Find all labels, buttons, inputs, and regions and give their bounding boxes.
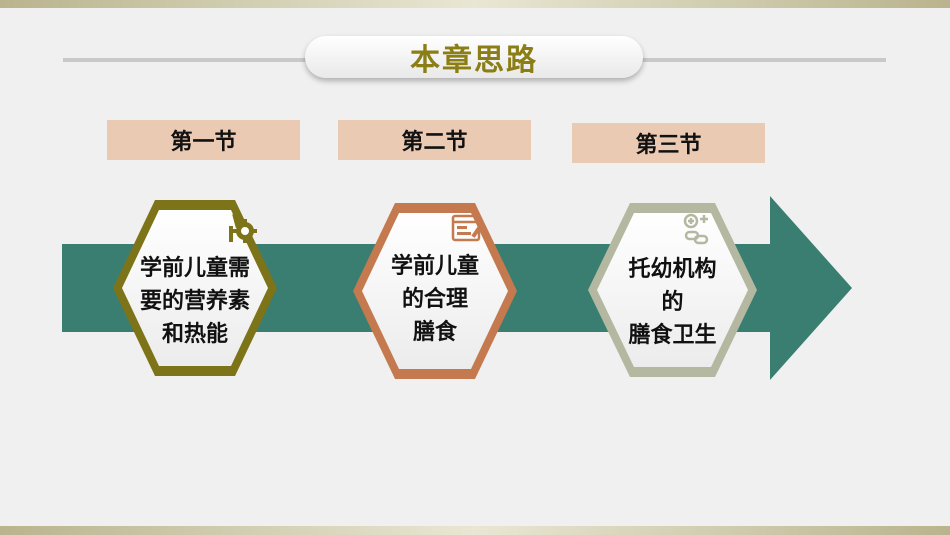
section-3-label: 第三节 [572,123,765,163]
section-3-line-2: 的 [661,290,684,315]
section-1-line-3: 和热能 [161,322,228,347]
section-1-line-2: 要的营养素 [139,289,250,314]
top-decor-band [0,0,950,8]
bottom-decor-band [0,526,950,535]
gear-tools-icon [229,213,257,243]
web-form-icon [451,214,483,242]
section-2-text: 学前儿童 的合理 膳食 [364,250,506,349]
title-rule-right [636,58,886,62]
section-3-hexagon [588,203,757,377]
section-1-line-1: 学前儿童需 [139,256,250,281]
section-2-line-1: 学前儿童 [390,254,479,279]
page-title: 本章思路 [410,43,538,78]
section-2-line-3: 膳食 [412,320,457,345]
section-3-line-3: 膳食卫生 [628,323,717,348]
section-2-label: 第二节 [338,120,531,160]
section-2-hexagon [353,203,517,379]
title-banner: 本章思路 [305,36,643,78]
title-rule-left [63,58,313,62]
section-3-text: 托幼机构 的 膳食卫生 [600,253,745,352]
medical-link-icon [683,213,709,245]
section-1-text: 学前儿童需 要的营养素 和热能 [124,252,266,351]
section-1-hexagon [113,200,277,376]
section-2-line-2: 的合理 [401,287,468,312]
section-3-line-1: 托幼机构 [628,257,717,282]
section-1-label: 第一节 [107,120,300,160]
